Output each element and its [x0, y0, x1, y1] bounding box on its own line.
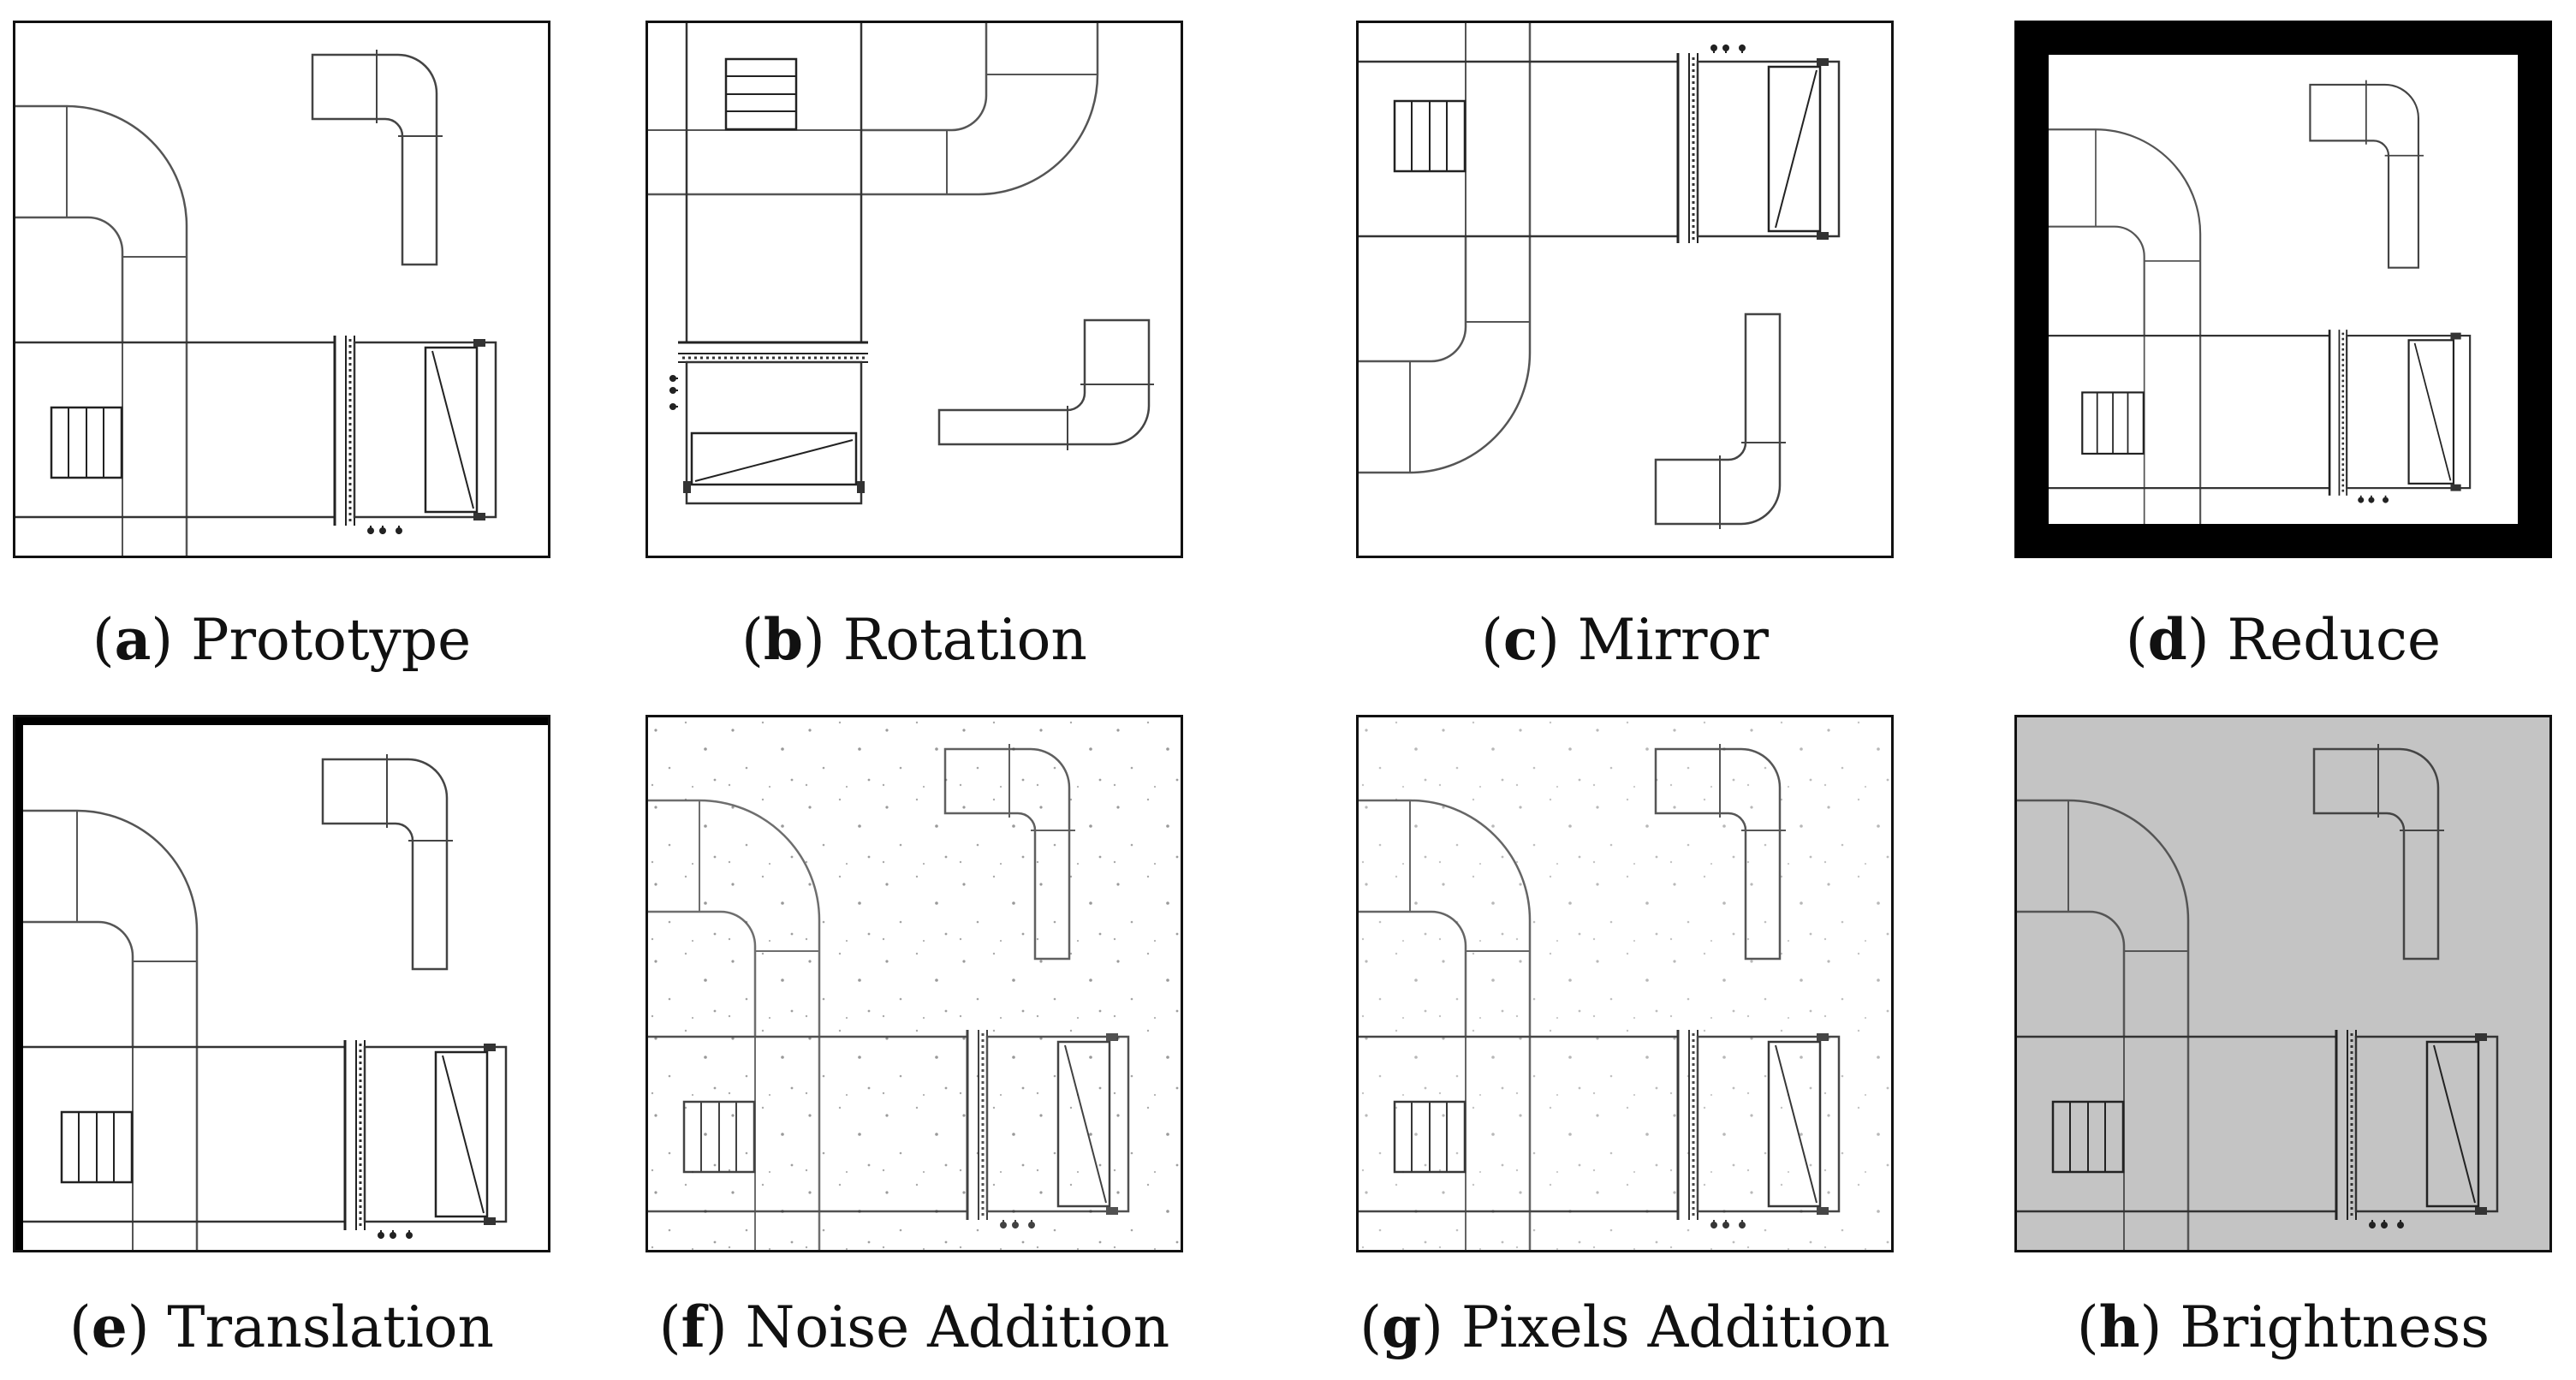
caption-e: (e) Translation — [68, 1294, 495, 1360]
panel-g-image — [1356, 715, 1894, 1252]
caption-h: (h) Brightness — [2076, 1294, 2490, 1360]
caption-c: (c) Mirror — [1481, 606, 1769, 673]
panel-d-image — [2014, 21, 2552, 558]
panel-h-image — [2014, 715, 2552, 1252]
panel-c-image — [1356, 21, 1894, 558]
panel-e-image — [13, 715, 550, 1252]
panel-b-image — [645, 21, 1183, 558]
caption-b: (b) Rotation — [741, 606, 1087, 673]
caption-a: (a) Prototype — [92, 606, 472, 673]
caption-g: (g) Pixels Addition — [1359, 1294, 1890, 1360]
panel-f-image — [645, 715, 1183, 1252]
caption-d: (d) Reduce — [2125, 606, 2442, 673]
panel-a-image — [13, 21, 550, 558]
caption-f: (f) Noise Addition — [658, 1294, 1170, 1360]
